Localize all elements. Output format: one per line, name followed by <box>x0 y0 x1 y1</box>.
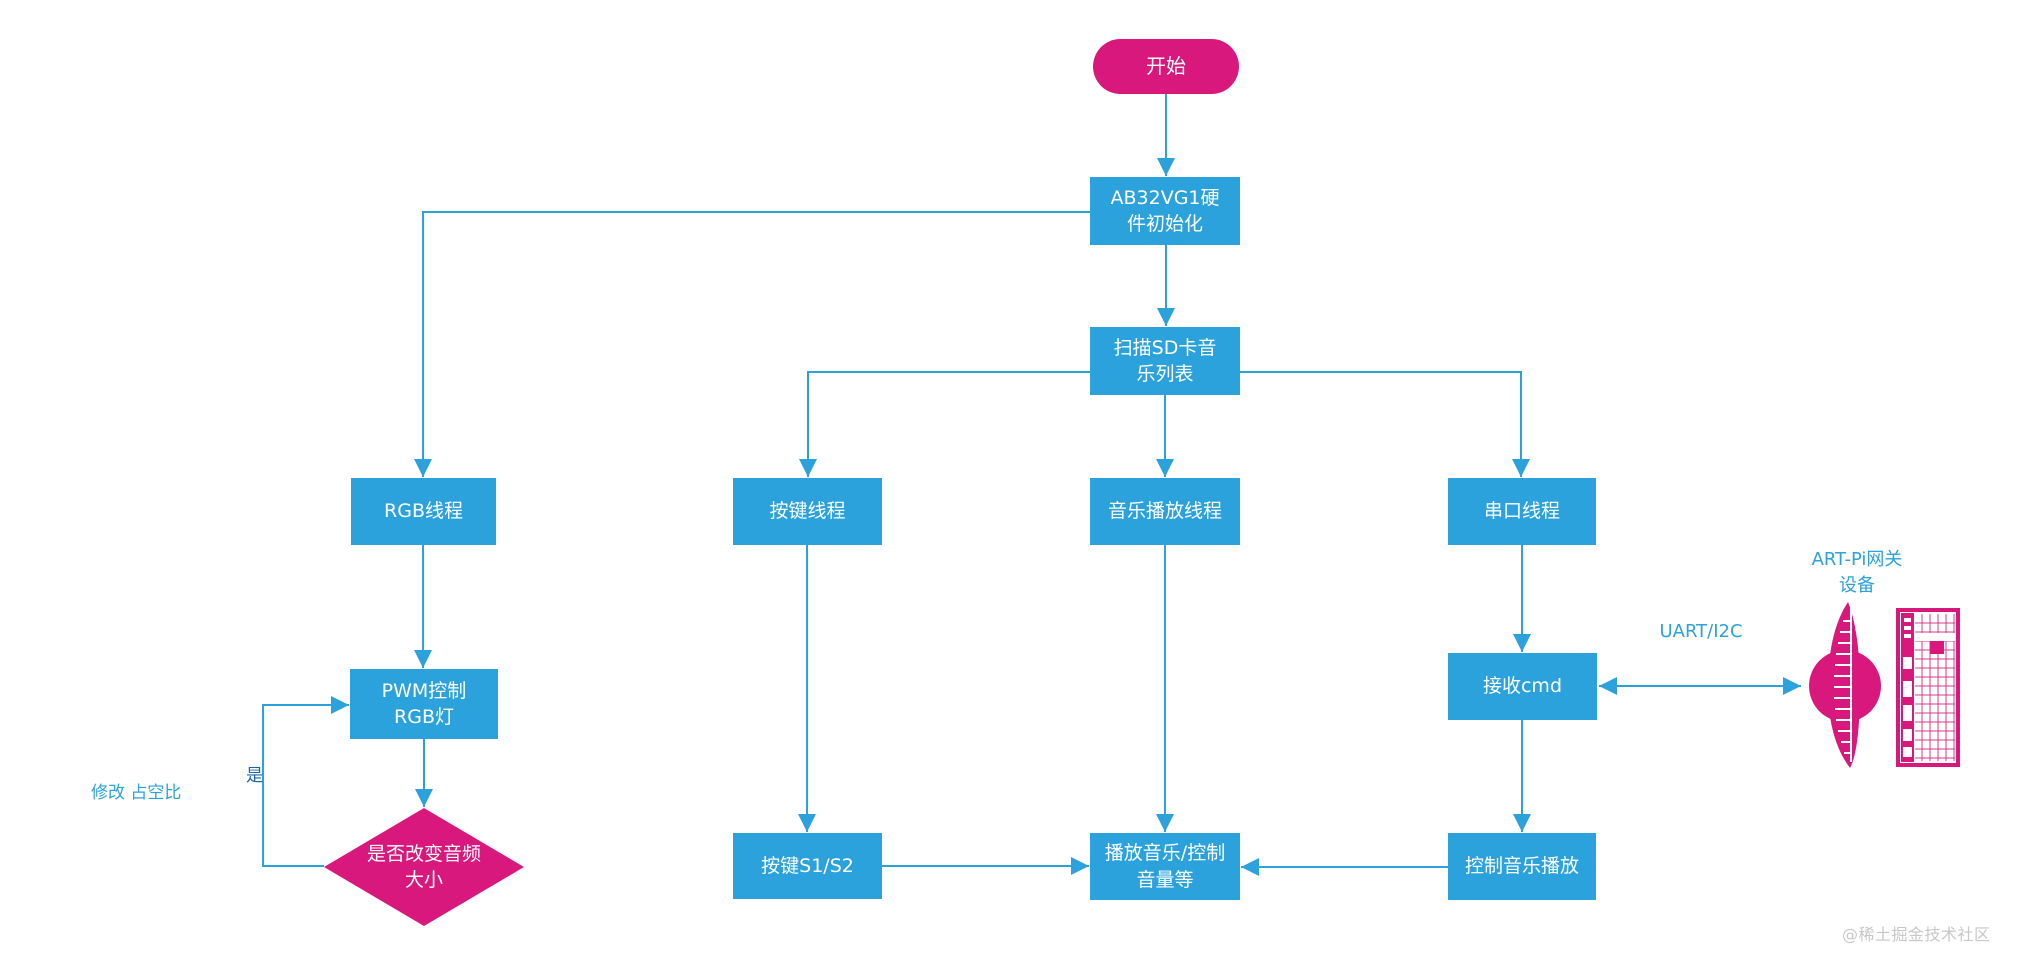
node-uart-thread: 串口线程 <box>1448 478 1596 545</box>
node-decision-label: 是否改变音频大小 <box>366 842 481 891</box>
node-key-s1s2: 按键S1/S2 <box>733 833 882 899</box>
node-start: 开始 <box>1093 39 1239 94</box>
node-play-music-label: 播放音乐/控制音量等 <box>1104 842 1226 891</box>
node-scan-sd: 扫描SD卡音乐列表 <box>1090 327 1240 395</box>
edge-init-rgb-thread <box>414 211 1090 477</box>
node-play-music: 播放音乐/控制音量等 <box>1090 833 1240 900</box>
art-pi-gateway-icon <box>1805 595 1965 780</box>
node-decision: 是否改变音频大小 <box>324 808 524 926</box>
node-pwm-rgb-label: PWM控制RGB灯 <box>381 679 467 728</box>
node-hardware-init: AB32VG1硬件初始化 <box>1090 177 1240 245</box>
node-pwm-rgb: PWM控制RGB灯 <box>350 669 498 739</box>
node-music-thread: 音乐播放线程 <box>1090 478 1240 545</box>
edge-decision-feedback-pwm <box>262 696 349 867</box>
monitor-side-icon <box>1809 602 1881 768</box>
node-uart-thread-label: 串口线程 <box>1483 500 1560 523</box>
watermark: @稀土掘金技术社区 <box>1842 925 1991 944</box>
node-rgb-thread-label: RGB线程 <box>384 500 463 523</box>
node-control-music-label: 控制音乐播放 <box>1464 855 1579 878</box>
edge-scan-uart-thread <box>1240 371 1530 477</box>
node-rgb-thread: RGB线程 <box>351 478 496 545</box>
decision-diamond-shape <box>324 808 524 926</box>
node-music-thread-label: 音乐播放线程 <box>1107 500 1222 523</box>
node-recv-cmd: 接收cmd <box>1448 653 1597 720</box>
node-start-label: 开始 <box>1146 53 1186 78</box>
node-key-thread-label: 按键线程 <box>769 500 846 523</box>
node-key-s1s2-label: 按键S1/S2 <box>761 854 854 877</box>
node-key-thread: 按键线程 <box>733 478 882 545</box>
node-recv-cmd-label: 接收cmd <box>1482 675 1562 698</box>
node-hardware-init-label: AB32VG1硬件初始化 <box>1110 186 1220 235</box>
edge-scan-key-thread <box>799 371 1090 477</box>
label-art-pi-gateway: ART-Pi网关设备 <box>1811 549 1903 597</box>
node-scan-sd-label: 扫描SD卡音乐列表 <box>1113 336 1217 385</box>
keyboard-icon <box>1896 608 1960 767</box>
node-control-music: 控制音乐播放 <box>1448 833 1596 900</box>
label-yes: 是 <box>246 766 263 786</box>
label-uart-i2c: UART/I2C <box>1659 621 1743 642</box>
label-modify-duty-cycle: 修改 占空比 <box>91 783 182 803</box>
